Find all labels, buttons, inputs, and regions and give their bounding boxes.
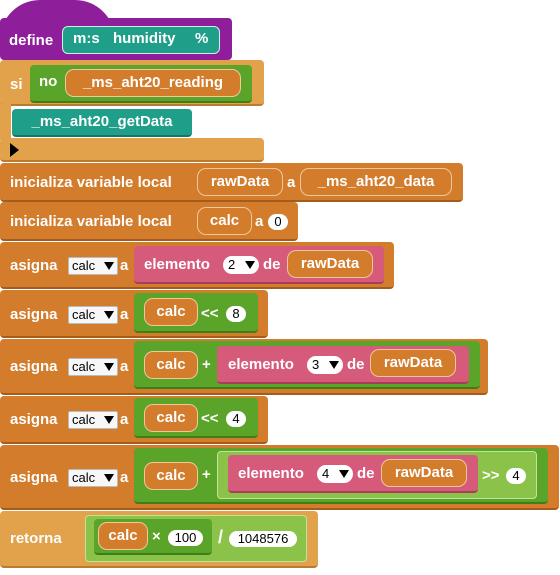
dropdown-value: calc — [72, 359, 96, 374]
set-keyword: asigna — [10, 358, 58, 375]
multiply-operator: × — [152, 528, 161, 545]
set-a: a — [120, 358, 129, 375]
return-keyword: retorna — [10, 530, 62, 547]
set-keyword: asigna — [10, 306, 58, 323]
dropdown-arrow-icon — [104, 416, 114, 424]
dropdown-arrow-icon — [104, 363, 114, 371]
var-calc[interactable]: calc — [144, 404, 198, 432]
var-dropdown-calc[interactable]: calc — [68, 257, 118, 275]
dropdown-value: calc — [72, 258, 96, 273]
procedure-namespace: m:s — [73, 30, 100, 47]
var-dropdown-calc[interactable]: calc — [68, 469, 118, 487]
dropdown-arrow-icon — [339, 470, 349, 478]
local-name-rawdata[interactable]: rawData — [197, 168, 283, 196]
dropdown-arrow-icon — [329, 361, 339, 369]
var-calc[interactable]: calc — [144, 462, 198, 490]
var-ms-aht20-data[interactable]: _ms_aht20_data — [300, 168, 452, 196]
local-name-calc[interactable]: calc — [197, 207, 252, 235]
shift-right-operator: >> — [482, 467, 500, 484]
set-a: a — [120, 411, 129, 428]
var-calc[interactable]: calc — [98, 522, 148, 550]
dropdown-arrow-icon — [104, 474, 114, 482]
if-block-arm — [0, 104, 11, 140]
set-a: a — [120, 257, 129, 274]
var-dropdown-calc[interactable]: calc — [68, 411, 118, 429]
procedure-name-field[interactable]: m:s humidity % — [62, 26, 220, 54]
dropdown-value: calc — [72, 307, 96, 322]
dropdown-arrow-icon — [104, 311, 114, 319]
procedure-unit: % — [195, 30, 209, 47]
var-dropdown-calc[interactable]: calc — [68, 306, 118, 324]
var-ms-aht20-reading[interactable]: _ms_aht20_reading — [65, 69, 241, 97]
var-rawdata[interactable]: rawData — [370, 349, 456, 377]
index-dropdown-2[interactable]: 2 — [223, 256, 259, 274]
elemento-label: elemento — [238, 465, 304, 482]
set-keyword: asigna — [10, 411, 58, 428]
dropdown-value: 4 — [322, 466, 330, 481]
define-keyword: define — [9, 32, 54, 49]
var-calc[interactable]: calc — [144, 351, 198, 379]
shift-left-operator: << — [201, 410, 219, 427]
de-label: de — [263, 256, 281, 273]
set-a: a — [120, 306, 129, 323]
if-keyword: si — [10, 76, 23, 93]
index-dropdown-4[interactable]: 4 — [317, 465, 353, 483]
de-label: de — [357, 465, 375, 482]
elemento-label: elemento — [144, 256, 210, 273]
dropdown-value: calc — [72, 470, 96, 485]
run-arrow-icon[interactable] — [10, 143, 19, 157]
number-1048576[interactable]: 1048576 — [229, 531, 297, 547]
de-label: de — [347, 356, 365, 373]
var-rawdata[interactable]: rawData — [381, 459, 467, 487]
plus-operator: + — [202, 356, 211, 373]
if-block-footer — [0, 138, 264, 162]
elemento-label: elemento — [228, 356, 294, 373]
init-label: inicializa variable local — [10, 213, 172, 230]
var-rawdata[interactable]: rawData — [287, 250, 373, 278]
set-keyword: asigna — [10, 469, 58, 486]
dropdown-value: 3 — [312, 357, 320, 372]
init-a: a — [287, 174, 296, 191]
set-a: a — [120, 469, 129, 486]
procedure-name: humidity — [113, 30, 176, 47]
number-8[interactable]: 8 — [226, 306, 246, 322]
not-keyword: no — [39, 73, 58, 90]
number-0[interactable]: 0 — [268, 214, 288, 230]
number-4[interactable]: 4 — [226, 411, 246, 427]
init-label: inicializa variable local — [10, 174, 172, 191]
set-keyword: asigna — [10, 257, 58, 274]
init-a: a — [255, 213, 264, 230]
dropdown-arrow-icon — [245, 261, 255, 269]
dropdown-value: 2 — [228, 257, 236, 272]
plus-operator: + — [202, 466, 211, 483]
dropdown-value: calc — [72, 412, 96, 427]
dropdown-arrow-icon — [104, 262, 114, 270]
index-dropdown-3[interactable]: 3 — [307, 356, 343, 374]
number-4[interactable]: 4 — [506, 468, 526, 484]
var-dropdown-calc[interactable]: calc — [68, 358, 118, 376]
shift-left-operator: << — [201, 305, 219, 322]
call-ms-aht20-getdata[interactable]: _ms_aht20_getData — [12, 109, 192, 137]
number-100[interactable]: 100 — [168, 530, 203, 546]
var-calc[interactable]: calc — [144, 298, 198, 326]
divide-operator: / — [218, 527, 224, 547]
